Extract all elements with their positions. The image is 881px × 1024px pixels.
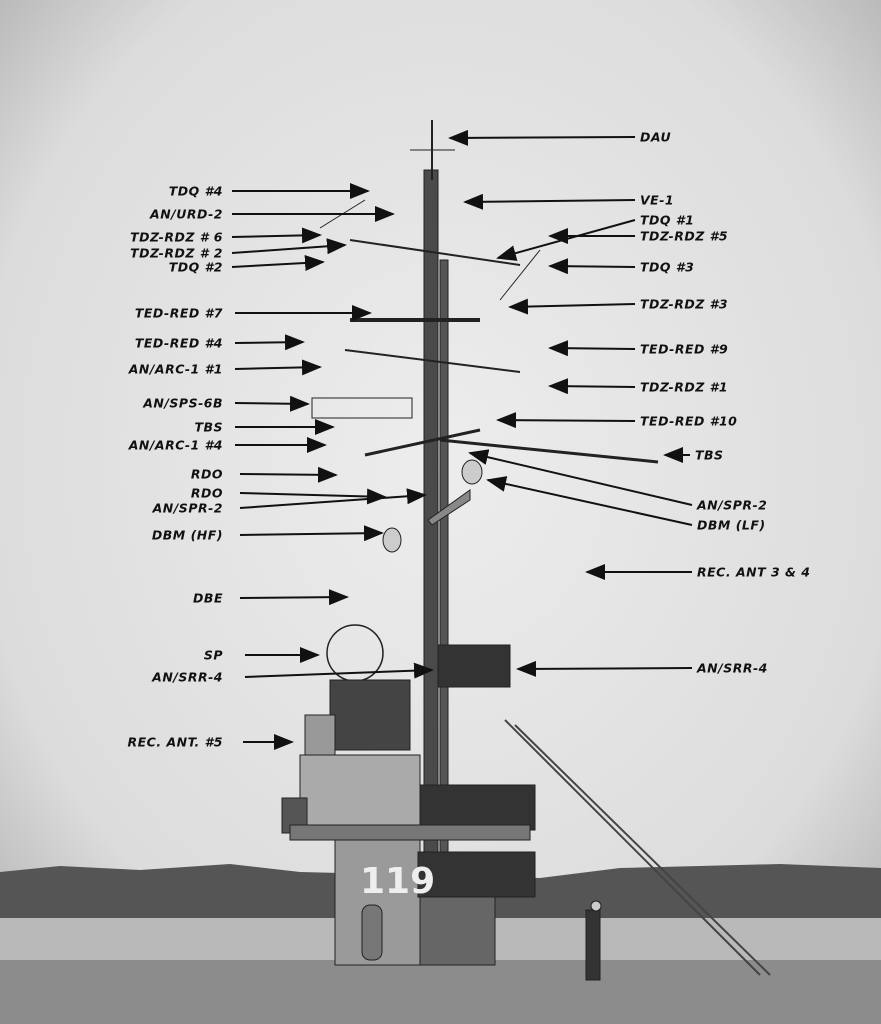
callout-arrow <box>239 488 387 505</box>
callout-label-left: TDZ-RDZ # 6 <box>130 229 223 245</box>
callout-label-right: REC. ANT 3 & 4 <box>697 564 811 580</box>
callout-arrow <box>231 227 322 244</box>
callout-arrow <box>468 449 693 506</box>
callout-arrow <box>234 334 305 351</box>
callout-label-left: TED-RED #4 <box>134 335 223 351</box>
annotation-arrows <box>231 129 693 750</box>
callout-label-right: TDQ #1 <box>640 212 695 228</box>
callout-arrow <box>463 193 636 210</box>
callout-label-right: TED-RED #9 <box>640 341 729 357</box>
callout-arrow <box>239 466 338 483</box>
callout-label-right: TDZ-RDZ #3 <box>640 296 729 312</box>
callout-label-right: TBS <box>695 447 724 463</box>
callout-label-left: AN/SPR-2 <box>152 500 223 516</box>
callout-label-left: TDQ #2 <box>168 259 223 275</box>
callout-label-right: DAU <box>640 129 672 145</box>
callout-arrow <box>239 525 384 542</box>
callout-arrow <box>244 662 434 679</box>
callout-arrow <box>231 238 347 255</box>
callout-arrow <box>239 589 349 606</box>
callout-label-right: TDZ-RDZ #5 <box>640 228 729 244</box>
callout-label-left: DBE <box>193 590 223 606</box>
callout-label-right: VE-1 <box>640 192 675 208</box>
callout-arrow <box>234 359 322 376</box>
callout-label-left: AN/ARC-1 #1 <box>128 361 223 377</box>
callout-label-left: REC. ANT. #5 <box>127 734 223 750</box>
callout-arrow <box>486 476 693 526</box>
callout-label-left: AN/URD-2 <box>150 206 223 222</box>
callout-label-right: DBM (LF) <box>697 517 766 533</box>
callout-arrow <box>548 378 636 395</box>
callout-label-left: TDZ-RDZ # 2 <box>130 245 223 261</box>
callout-arrow <box>496 412 636 429</box>
callout-arrow <box>508 298 636 315</box>
callout-label-right: AN/SPR-2 <box>697 497 768 513</box>
callout-label-right: TED-RED #10 <box>640 413 738 429</box>
callout-label-right: TDZ-RDZ #1 <box>640 379 729 395</box>
callout-arrow <box>231 254 325 271</box>
superstructure: 119 <box>281 624 771 981</box>
callout-label-left: TED-RED #7 <box>134 305 223 321</box>
callout-arrow <box>448 129 636 146</box>
callout-label-right: TDQ #3 <box>640 259 695 275</box>
deck <box>0 960 881 1024</box>
hull-number: 119 <box>360 861 435 902</box>
callout-label-left: AN/ARC-1 #4 <box>128 437 223 453</box>
callout-label-left: AN/SPS-6B <box>143 395 223 411</box>
callout-arrow <box>239 488 427 509</box>
callout-label-left: TDQ #4 <box>168 183 223 199</box>
callout-arrow <box>548 340 636 357</box>
callout-label-left: AN/SRR-4 <box>152 669 223 685</box>
callout-label-left: TBS <box>194 419 223 435</box>
callout-label-left: SP <box>203 647 223 663</box>
callout-label-right: AN/SRR-4 <box>697 660 768 676</box>
callout-arrow <box>548 258 636 275</box>
callout-arrow <box>234 395 310 412</box>
callout-label-left: RDO <box>190 466 223 482</box>
callout-label-left: RDO <box>190 485 223 501</box>
callout-arrow <box>516 660 693 677</box>
callout-label-left: DBM (HF) <box>151 527 223 543</box>
